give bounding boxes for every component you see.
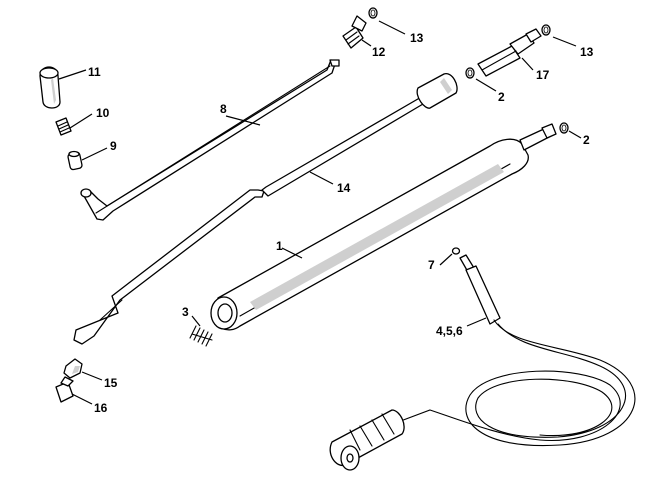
callout-1: 1 — [276, 239, 283, 253]
callout-15: 15 — [104, 376, 118, 390]
part-11-cap — [39, 66, 61, 109]
part-13-oring-right — [541, 24, 551, 36]
part-10-nipple — [55, 117, 72, 136]
part-14-spray-tube — [73, 73, 458, 345]
part-9-sleeve — [67, 150, 83, 171]
callout-11: 11 — [88, 65, 101, 79]
part-1-spray-gun — [210, 123, 557, 331]
callout-12: 12 — [372, 45, 386, 59]
part-2-oring-upper — [465, 67, 475, 79]
callout-7: 7 — [428, 258, 435, 272]
callout-8: 8 — [220, 102, 227, 116]
part-2-oring-lower — [559, 122, 569, 134]
callout-2-lower: 2 — [583, 133, 590, 147]
part-12-connector — [342, 15, 367, 49]
callout-13-right: 13 — [580, 45, 594, 59]
callout-13-left: 13 — [410, 31, 424, 45]
leader-lines — [58, 20, 582, 405]
part-16-nozzle — [55, 376, 74, 403]
part-15-nut — [63, 358, 83, 379]
callout-3: 3 — [182, 305, 189, 319]
callout-14: 14 — [337, 181, 351, 195]
callout-9: 9 — [110, 139, 117, 153]
callout-10: 10 — [96, 106, 110, 120]
callout-16: 16 — [94, 401, 108, 415]
callout-labels: 13 12 13 17 11 2 10 8 9 2 14 1 7 3 4,5,6… — [88, 31, 594, 415]
callout-4-5-6: 4,5,6 — [436, 324, 463, 338]
callout-2-upper: 2 — [498, 90, 505, 104]
part-17-quick-coupler — [477, 28, 542, 77]
part-3-spring — [189, 325, 213, 347]
part-13-oring-left — [368, 7, 378, 19]
part-4-5-6-hose — [329, 254, 636, 471]
callout-17: 17 — [536, 68, 550, 82]
part-8-angled-lance — [80, 59, 340, 221]
part-7-oring — [451, 247, 461, 255]
